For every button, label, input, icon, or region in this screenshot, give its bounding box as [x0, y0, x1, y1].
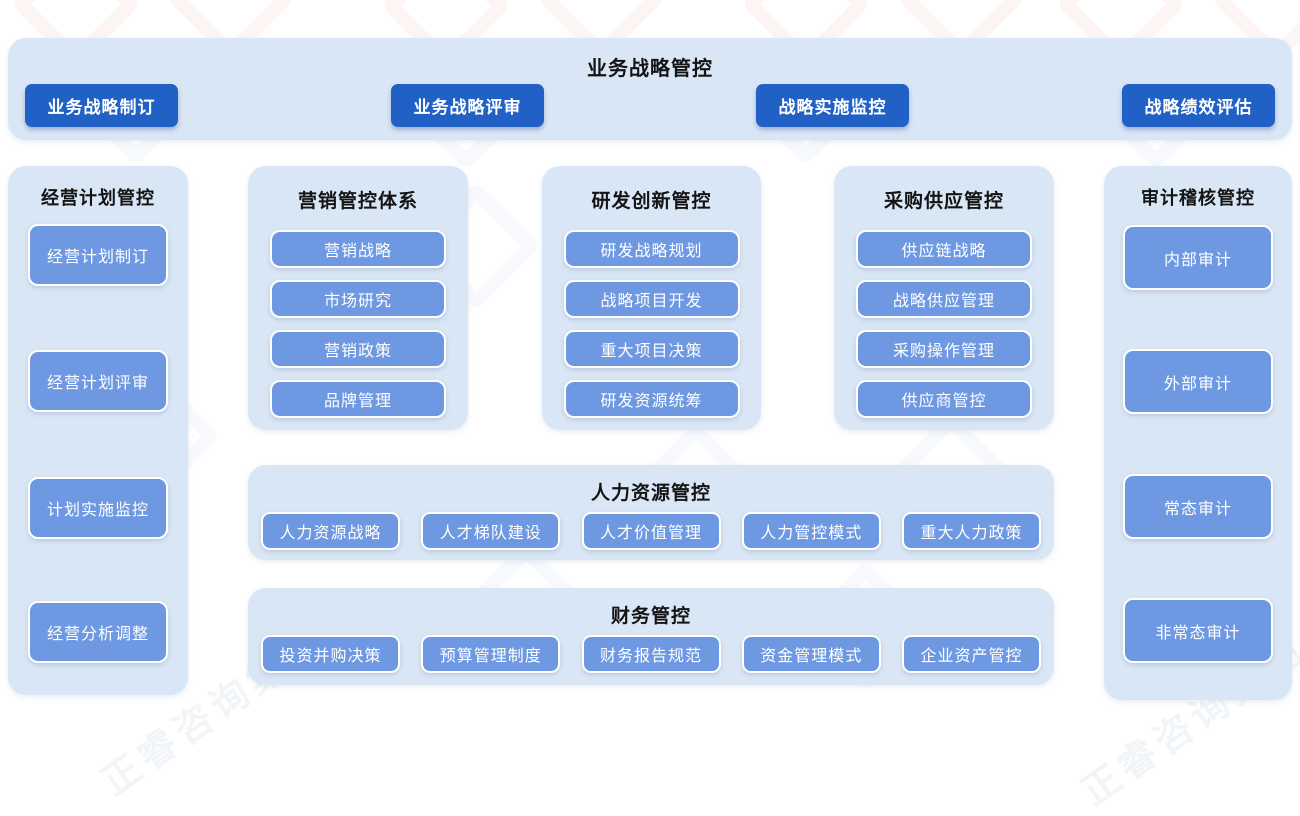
panel-procurement-supply: 采购供应管控 供应链战略 战略供应管理 采购操作管理 供应商管控 [834, 166, 1054, 430]
node-budget-management-system: 预算管理制度 [421, 635, 561, 673]
panel-title: 人力资源管控 [590, 483, 711, 504]
node-strategic-supply-management: 战略供应管理 [856, 280, 1032, 318]
node-routine-audit: 常态审计 [1123, 474, 1273, 539]
panel-business-strategy: 业务战略管控 业务战略制订 业务战略评审 战略实施监控 战略绩效评估 [8, 38, 1292, 140]
node-rd-strategy-planning: 研发战略规划 [563, 230, 740, 268]
node-market-research: 市场研究 [270, 280, 446, 318]
node-supplier-control: 供应商管控 [856, 380, 1032, 418]
node-external-audit: 外部审计 [1123, 349, 1273, 414]
panel-human-resources: 人力资源管控 人力资源战略 人才梯队建设 人才价值管理 人力管控模式 重大人力政… [248, 465, 1054, 560]
node-non-routine-audit: 非常态审计 [1123, 598, 1273, 663]
node-hr-strategy: 人力资源战略 [261, 512, 400, 550]
node-rd-resource-coordination: 研发资源统筹 [563, 380, 740, 418]
panel-title: 营销管控体系 [297, 191, 418, 212]
panel-title: 经营计划管控 [41, 188, 155, 208]
panel-title: 财务管控 [610, 606, 691, 627]
node-hr-control-model: 人力管控模式 [741, 512, 881, 550]
node-marketing-strategy: 营销战略 [270, 230, 446, 268]
node-plan-formulation: 经营计划制订 [28, 224, 168, 286]
node-financial-reporting-standards: 财务报告规范 [581, 635, 721, 673]
node-strategy-review: 业务战略评审 [391, 84, 544, 127]
panel-finance: 财务管控 投资并购决策 预算管理制度 财务报告规范 资金管理模式 企业资产管控 [248, 588, 1054, 685]
node-plan-monitoring: 计划实施监控 [28, 477, 168, 539]
node-strategy-implementation-monitoring: 战略实施监控 [756, 84, 909, 127]
hr-items-row: 人力资源战略 人才梯队建设 人才价值管理 人力管控模式 重大人力政策 [261, 512, 1041, 550]
node-plan-review: 经营计划评审 [28, 350, 168, 412]
panel-title: 研发创新管控 [591, 191, 712, 212]
node-capital-management-model: 资金管理模式 [741, 635, 881, 673]
node-brand-management: 品牌管理 [270, 380, 446, 418]
finance-items-row: 投资并购决策 预算管理制度 财务报告规范 资金管理模式 企业资产管控 [261, 635, 1041, 673]
panel-title: 业务战略管控 [587, 58, 713, 80]
node-major-hr-policy: 重大人力政策 [902, 512, 1041, 550]
panel-audit: 审计稽核管控 内部审计 外部审计 常态审计 非常态审计 [1104, 166, 1292, 700]
strategy-control-diagram: { "colors": { "dark_blue": "#2161c6", "l… [8, 0, 1300, 815]
node-strategy-performance-evaluation: 战略绩效评估 [1122, 84, 1275, 127]
node-major-project-decision: 重大项目决策 [563, 330, 740, 368]
node-internal-audit: 内部审计 [1123, 225, 1273, 290]
panel-operating-plan: 经营计划管控 经营计划制订 经营计划评审 计划实施监控 经营分析调整 [8, 166, 188, 695]
node-corporate-asset-control: 企业资产管控 [902, 635, 1041, 673]
node-procurement-operation-management: 采购操作管理 [856, 330, 1032, 368]
node-supply-chain-strategy: 供应链战略 [856, 230, 1032, 268]
node-operating-analysis-adjustment: 经营分析调整 [28, 601, 168, 663]
node-strategic-project-development: 战略项目开发 [563, 280, 740, 318]
panel-rd-innovation: 研发创新管控 研发战略规划 战略项目开发 重大项目决策 研发资源统筹 [542, 166, 761, 430]
node-marketing-policy: 营销政策 [270, 330, 446, 368]
node-strategy-formulation: 业务战略制订 [25, 84, 178, 127]
panel-title: 审计稽核管控 [1141, 188, 1255, 208]
node-talent-value-management: 人才价值管理 [581, 512, 721, 550]
panel-marketing: 营销管控体系 营销战略 市场研究 营销政策 品牌管理 [248, 166, 468, 430]
node-investment-ma-decision: 投资并购决策 [261, 635, 400, 673]
panel-title: 采购供应管控 [883, 191, 1004, 212]
node-talent-pipeline: 人才梯队建设 [421, 512, 561, 550]
